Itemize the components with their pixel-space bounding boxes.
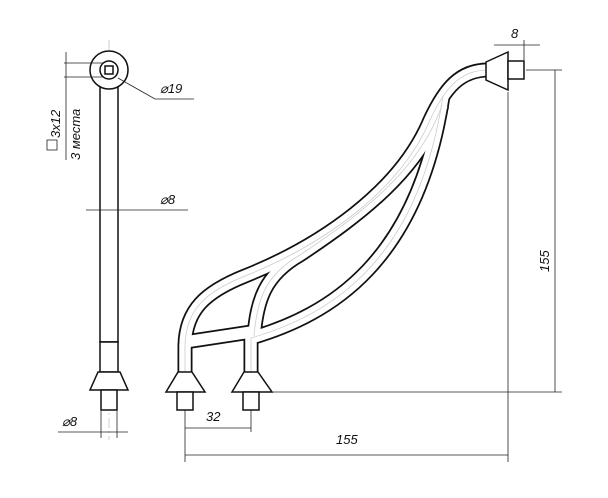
bottom-diameter-label: ⌀8 <box>62 414 78 429</box>
head-diameter-label: ⌀19 <box>160 81 182 96</box>
top-stub-label: 8 <box>511 26 519 41</box>
right-leg-stub <box>242 391 260 411</box>
bottom-stub <box>100 389 118 411</box>
hole-size-label: 3x12 <box>48 109 63 138</box>
left-leg-cone <box>164 371 207 393</box>
rod-lower <box>99 341 119 373</box>
width-label: 155 <box>336 432 358 447</box>
top-cone <box>485 50 509 92</box>
top-stub <box>507 60 525 80</box>
frame-tubes <box>177 62 490 373</box>
right-leg-cone <box>230 371 274 393</box>
bottom-cone <box>88 371 130 391</box>
hole-count-label: 3 места <box>68 109 83 160</box>
height-label: 155 <box>537 250 552 272</box>
left-leg-stub <box>176 391 194 411</box>
side-view: 3x12 3 места ⌀19 ⌀8 ⌀8 <box>46 40 194 440</box>
square-symbol <box>46 139 58 151</box>
square-hole <box>104 65 114 75</box>
front-view: 32 155 155 8 <box>164 26 562 462</box>
rod <box>99 85 119 343</box>
rod-diameter-label: ⌀8 <box>160 192 176 207</box>
leg-spacing-label: 32 <box>206 409 221 424</box>
